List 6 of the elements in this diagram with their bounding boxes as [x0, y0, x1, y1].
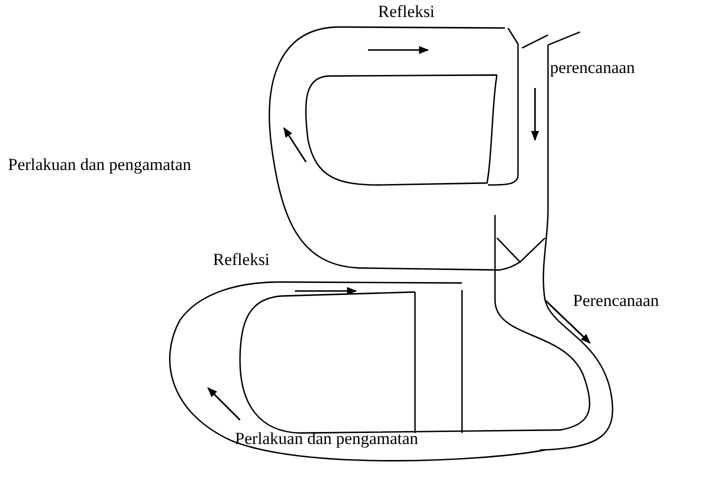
stage-label: Refleksi	[378, 2, 435, 22]
stage-label: Perencanaan	[573, 291, 659, 311]
stage-label: perencanaan	[550, 58, 635, 78]
stage-label: Perlakuan dan pengamatan	[8, 155, 192, 175]
stage-label: Refleksi	[213, 250, 270, 270]
stage-label: Perlakuan dan pengamatan	[235, 429, 418, 449]
